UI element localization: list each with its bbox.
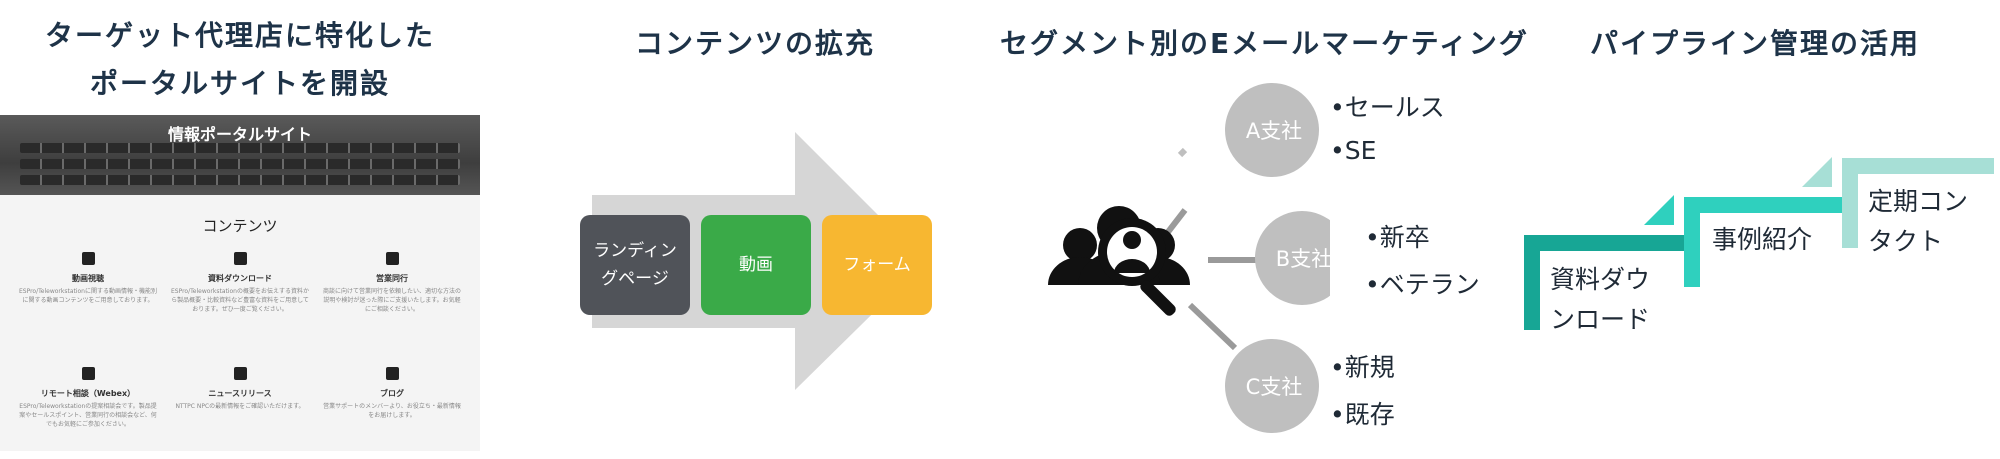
content-card-blog[interactable]: ブログ 営業サポートのメンバーより、お役立ち・最新情報をお届けします。	[322, 365, 462, 420]
pipeline-step-1-label: 資料ダウ ンロード	[1550, 260, 1650, 340]
card-label: 動画視聴	[72, 274, 104, 283]
keyboard-decoration	[20, 175, 460, 185]
content-card-news[interactable]: ニュースリリース NTTPC NPCの最新情報をご確認いただけます。	[170, 365, 310, 411]
content-card-sales-visit[interactable]: 営業同行 商談に向けて営業同行を依頼したい、適切な方法の説明や検討が迷った際にご…	[322, 250, 462, 314]
calendar-icon	[385, 252, 399, 265]
content-card-video[interactable]: 動画視聴 ESPro/Teleworkstationに関する動画情報・機能別に関…	[18, 250, 158, 305]
people-search-icon	[1048, 206, 1190, 316]
connector-a	[1177, 147, 1188, 158]
contents-title: コンテンツの拡充	[635, 27, 876, 60]
pipeline-title: パイプライン管理の活用	[1590, 27, 1921, 60]
step-label-line: 定期コン	[1868, 187, 1969, 216]
box-label: フォーム	[843, 255, 911, 275]
portal-title-line1: ターゲット代理店に特化した	[44, 19, 435, 52]
company-circle-b	[1255, 211, 1330, 305]
bullet-c-1: •新規	[1330, 353, 1395, 382]
pipeline-step-1-shape	[1524, 235, 1692, 330]
card-desc: 営業サポートのメンバーより、お役立ち・最新情報をお届けします。	[323, 403, 461, 419]
step-label-line: 事例紹介	[1712, 225, 1813, 254]
company-label-c: C支社	[1245, 375, 1303, 399]
company-circle-c	[1225, 339, 1319, 433]
portal-title: ターゲット代理店に特化した ポータルサイトを開設	[40, 12, 440, 108]
company-label-a: A支社	[1245, 119, 1303, 143]
card-desc: NTTPC NPCの最新情報をご確認いただけます。	[175, 403, 305, 410]
content-card-download[interactable]: 資料ダウンロード ESPro/Teleworkstationの概要をお伝えする資…	[170, 250, 310, 314]
step-label-line: 資料ダウ	[1550, 265, 1651, 294]
segment-diagram	[1048, 147, 1258, 351]
pipeline-step-2-label: 事例紹介	[1712, 220, 1812, 260]
portal-title-line2: ポータルサイトを開設	[89, 67, 390, 100]
content-box-form: フォーム	[822, 215, 932, 315]
bullet-c-2: •既存	[1330, 400, 1395, 429]
card-label: ブログ	[380, 389, 404, 398]
company-circle-a	[1225, 83, 1319, 177]
company-circles	[1225, 83, 1330, 433]
pipeline-step-3-shape	[1842, 158, 1994, 248]
card-label: リモート相談（Webex）	[40, 389, 136, 398]
step-label-line: タクト	[1868, 227, 1944, 256]
box-label: 動画	[739, 255, 773, 275]
bullet-b-1: •新卒	[1365, 223, 1430, 252]
step-label-line: ンロード	[1550, 305, 1651, 334]
content-box-video: 動画	[701, 215, 811, 315]
document-icon	[233, 252, 247, 265]
pipeline-step-2-shape	[1684, 197, 1842, 287]
bullet-a-1: •セールス	[1330, 93, 1445, 122]
segment-title: セグメント別のEメールマーケティング	[1000, 27, 1529, 60]
pipeline-step-3-label: 定期コン タクト	[1868, 182, 1968, 262]
bullet-b-2: •ベテラン	[1365, 270, 1480, 299]
news-icon	[233, 367, 247, 380]
card-label: ニュースリリース	[208, 389, 272, 398]
pipeline-steps	[1524, 157, 1994, 330]
card-desc: ESPro/Teleworkstationの提案相談会です。製品提案やセールスポ…	[19, 403, 157, 428]
box-label: ランディン	[593, 241, 677, 261]
card-desc: ESPro/Teleworkstationに関する動画情報・機能別に関する動画コ…	[18, 288, 157, 304]
contents-section-title: コンテンツ	[202, 217, 278, 235]
card-label: 資料ダウンロード	[208, 274, 272, 283]
card-desc: ESPro/Teleworkstationの概要をお伝えする資料から製品概要・比…	[170, 288, 309, 313]
pipeline-step-2-tip	[1644, 195, 1674, 225]
company-label-b: B支社	[1275, 247, 1333, 271]
blog-icon	[385, 367, 399, 380]
connector-a	[1165, 208, 1188, 234]
bullet-a-2: •SE	[1330, 136, 1377, 165]
content-box-landing-page: ランディン グページ	[580, 215, 690, 315]
hero-banner: 情報ポータルサイト	[0, 115, 480, 195]
card-desc: 商談に向けて営業同行を依頼したい、適切な方法の説明や検討が迷った際にご支援いたし…	[322, 288, 461, 313]
box-label: グページ	[601, 269, 669, 289]
connector-c	[1187, 302, 1238, 351]
card-label: 営業同行	[376, 274, 408, 283]
content-card-remote[interactable]: リモート相談（Webex） ESPro/Teleworkstationの提案相談…	[18, 365, 158, 429]
keyboard-decoration	[20, 159, 460, 169]
portal-screenshot: 情報ポータルサイト コンテンツ 動画視聴 ESPro/Teleworkstati…	[0, 115, 480, 451]
team-icon	[81, 367, 95, 380]
play-icon	[81, 252, 95, 265]
hero-title: 情報ポータルサイト	[167, 125, 312, 144]
pipeline-step-3-tip	[1802, 157, 1832, 187]
keyboard-decoration	[20, 143, 460, 153]
